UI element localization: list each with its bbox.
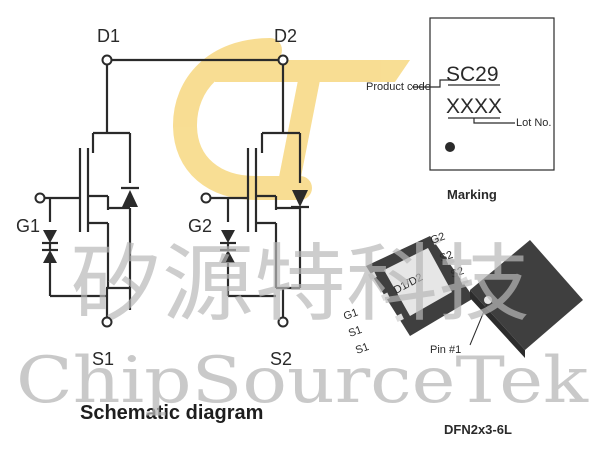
pin-s2-label-a: S2 [438, 249, 455, 265]
terminal-s2-label: S2 [270, 349, 292, 369]
schematic-circuit [42, 58, 309, 318]
terminal-s1-label: S1 [92, 349, 114, 369]
terminal-d2-label: D2 [274, 26, 297, 46]
pin1-label: Pin #1 [430, 344, 461, 356]
lot-code-value: XXXX [446, 95, 502, 118]
pin-g1-label: G1 [342, 307, 360, 323]
zener-2-bottom [221, 250, 235, 263]
marking-title: Marking [447, 187, 497, 202]
body-diode-1 [122, 190, 138, 207]
pad-s1 [101, 316, 113, 328]
pin1-dot-marking [445, 142, 455, 152]
schematic-title: Schematic diagram [80, 402, 263, 424]
pad-g1 [34, 192, 46, 204]
pin-s1-label-b: S1 [354, 341, 371, 357]
pin1-dot-package [484, 296, 492, 304]
body-diode-2 [292, 190, 308, 207]
terminal-pads [34, 54, 289, 328]
pad-s2 [277, 316, 289, 328]
zener-1-bottom [43, 250, 57, 263]
watermark-english: ChipSourceTek [16, 344, 589, 418]
watermark-chinese: 矽源特科技 [70, 235, 530, 333]
logo-watermark [172, 38, 410, 200]
pin-s2-label-b: S2 [449, 265, 466, 281]
package-bottom-view [470, 240, 583, 358]
lot-number-label: Lot No. [516, 117, 551, 129]
package-top-view [366, 236, 474, 336]
pin1-leader [469, 303, 488, 346]
terminal-g2-label: G2 [188, 216, 212, 236]
pad-d2 [277, 54, 289, 66]
terminal-d1-label: D1 [97, 26, 120, 46]
marking-box [412, 17, 555, 171]
product-code-label: Product code [366, 81, 431, 93]
product-code-value: SC29 [446, 63, 499, 86]
terminal-g1-label: G1 [16, 216, 40, 236]
package-name: DFN2x3-6L [444, 422, 512, 437]
pin-s1-label-a: S1 [347, 324, 364, 340]
mosfet-1-symbol [45, 60, 132, 318]
pad-g2 [200, 192, 212, 204]
pin-g2-label: G2 [429, 231, 447, 247]
pad-d1 [101, 54, 113, 66]
zener-1-top [43, 230, 57, 243]
zener-2-top [221, 230, 235, 243]
